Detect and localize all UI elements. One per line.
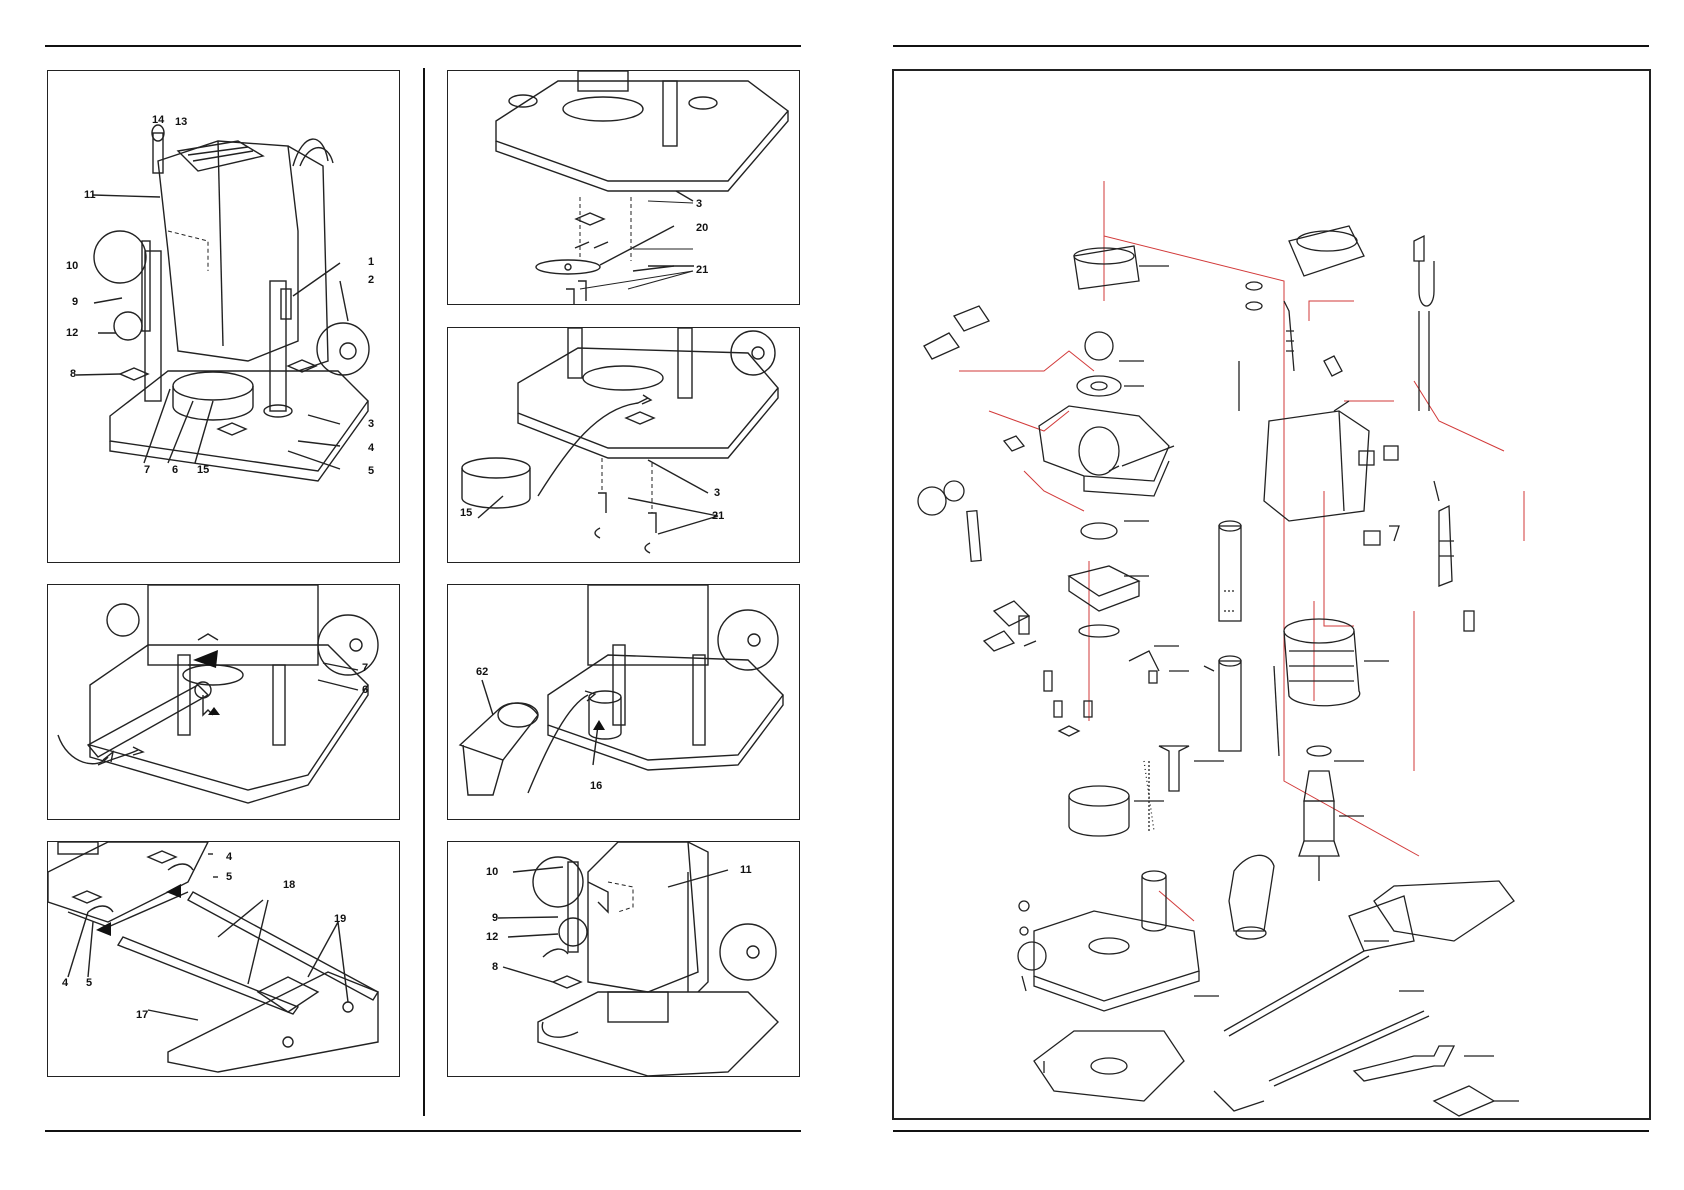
callout-4: 4	[368, 443, 374, 454]
collet-fitting-illustration	[448, 328, 799, 562]
top-rule-left	[45, 45, 801, 47]
top-rule-right	[893, 45, 1649, 47]
callout-13: 13	[175, 117, 187, 128]
callout-17: 17	[136, 1010, 148, 1021]
callout-4: 4	[226, 852, 232, 863]
callout-8: 8	[492, 962, 498, 973]
callout-5: 5	[368, 466, 374, 477]
callout-5: 5	[226, 872, 232, 883]
callout-3: 3	[714, 488, 720, 499]
callout-21: 21	[712, 511, 724, 522]
callout-19: 19	[334, 914, 346, 925]
panel-router-overview: 14 13 11 10 9 12 8 1 2 3 4 5 7 6 15	[47, 70, 400, 563]
collet-spanner-illustration	[48, 585, 399, 819]
callout-15: 15	[197, 465, 209, 476]
callout-10: 10	[486, 867, 498, 878]
callout-20: 20	[696, 223, 708, 234]
callout-7: 7	[362, 663, 368, 674]
callout-9: 9	[72, 297, 78, 308]
depth-adjustment-illustration	[448, 842, 799, 1076]
callout-11: 11	[740, 865, 752, 876]
callout-1: 1	[368, 257, 374, 268]
callout-18: 18	[283, 880, 295, 891]
bottom-rule-right	[893, 1130, 1649, 1132]
callout-21: 21	[696, 265, 708, 276]
dust-adapter-illustration	[448, 585, 799, 819]
column-divider	[423, 68, 425, 1116]
callout-3: 3	[368, 419, 374, 430]
panel-parallel-guide: 4 5 18 19 4 5 17	[47, 841, 400, 1077]
callout-6: 6	[362, 685, 368, 696]
callout-8: 8	[70, 369, 76, 380]
callout-3: 3	[696, 199, 702, 210]
exploded-view-frame	[892, 69, 1651, 1120]
callout-6: 6	[172, 465, 178, 476]
callout-14: 14	[152, 115, 164, 126]
callout-12: 12	[66, 328, 78, 339]
callout-2: 2	[368, 275, 374, 286]
exploded-parts-diagram	[894, 71, 1649, 1118]
callout-12: 12	[486, 932, 498, 943]
router-overview-illustration	[48, 71, 399, 562]
bottom-rule-left	[45, 1130, 801, 1132]
callout-10: 10	[66, 261, 78, 272]
callout-4: 4	[62, 978, 68, 989]
callout-9: 9	[492, 913, 498, 924]
callout-62: 62	[476, 667, 488, 678]
callout-5: 5	[86, 978, 92, 989]
panel-dust-adapter: 62 16	[447, 584, 800, 820]
callout-16: 16	[590, 781, 602, 792]
panel-depth-adjustment: 10 11 9 12 8	[447, 841, 800, 1077]
callout-7: 7	[144, 465, 150, 476]
base-plate-illustration	[448, 71, 799, 304]
parallel-guide-illustration	[48, 842, 399, 1076]
callout-15: 15	[460, 508, 472, 519]
panel-collet-fitting: 15 3 21	[447, 327, 800, 563]
callout-11: 11	[84, 190, 96, 201]
panel-collet-spanner: 7 6	[47, 584, 400, 820]
panel-base-plate: 3 20 21	[447, 70, 800, 305]
